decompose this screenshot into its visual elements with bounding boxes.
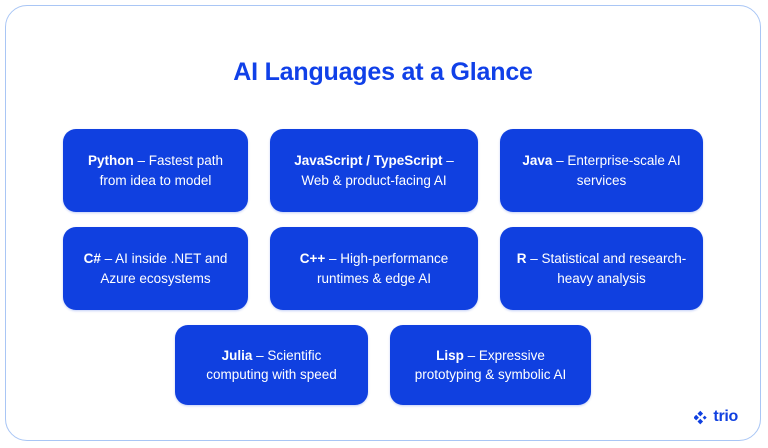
language-card-julia[interactable]: Julia – Scientific computing with speed [175,325,368,405]
card-dash: – [442,153,454,169]
card-dash: – [325,251,341,267]
language-card-csharp[interactable]: C# – AI inside .NET and Azure ecosystems [63,227,248,310]
trio-diamonds-logo-icon [694,410,708,424]
language-card-python[interactable]: Python – Fastest path from idea to model [63,129,248,212]
card-dash: – [133,153,149,169]
card-term: Lisp [436,347,464,363]
card-text: R – Statistical and research-heavy analy… [514,249,689,287]
card-text: JavaScript / TypeScript – Web & product-… [284,151,464,189]
card-term: C# [83,251,101,267]
card-dash: – [552,153,568,169]
card-description: Web & product-facing AI [301,172,447,188]
brand-logo[interactable]: trio [694,408,738,426]
language-card-java[interactable]: Java – Enterprise-scale AI services [500,129,703,212]
card-text: Python – Fastest path from idea to model [77,151,234,189]
card-dash: – [252,347,268,363]
card-description: Fastest path from idea to model [99,153,224,188]
card-description: Statistical and research-heavy analysis [541,251,687,286]
card-text: Lisp – Expressive prototyping & symbolic… [404,346,577,384]
card-description: Enterprise-scale AI services [567,153,681,188]
card-text: Julia – Scientific computing with speed [189,346,354,384]
page-title: AI Languages at a Glance [233,58,533,86]
card-text: C++ – High-performance runtimes & edge A… [284,249,464,287]
card-term: JavaScript / TypeScript [294,153,443,169]
card-description: Scientific computing with speed [206,347,337,382]
card-dash: – [526,251,542,267]
card-text: C# – AI inside .NET and Azure ecosystems [77,249,234,287]
card-term: Julia [221,347,253,363]
card-term: C++ [299,251,326,267]
card-dash: – [463,347,479,363]
language-card-r[interactable]: R – Statistical and research-heavy analy… [500,227,703,310]
card-row-2: C# – AI inside .NET and Azure ecosystems… [6,227,760,310]
card-description: AI inside .NET and Azure ecosystems [100,251,228,286]
card-description: Expressive prototyping & symbolic AI [414,347,567,382]
card-description: High-performance runtimes & edge AI [316,251,449,286]
language-card-lisp[interactable]: Lisp – Expressive prototyping & symbolic… [390,325,591,405]
brand-name: trio [713,408,738,425]
slide-canvas: AI Languages at a Glance Python – Fastes… [5,5,761,441]
language-card-cplusplus[interactable]: C++ – High-performance runtimes & edge A… [270,227,478,310]
card-row-3: Julia – Scientific computing with speed … [6,325,760,405]
card-row-1: Python – Fastest path from idea to model… [6,129,760,212]
language-card-javascript-typescript[interactable]: JavaScript / TypeScript – Web & product-… [270,129,478,212]
card-dash: – [100,251,116,267]
card-term: R [516,251,527,267]
card-grid: Python – Fastest path from idea to model… [6,129,760,420]
card-text: Java – Enterprise-scale AI services [514,151,689,189]
card-term: Java [522,153,553,169]
card-term: Python [87,153,134,169]
